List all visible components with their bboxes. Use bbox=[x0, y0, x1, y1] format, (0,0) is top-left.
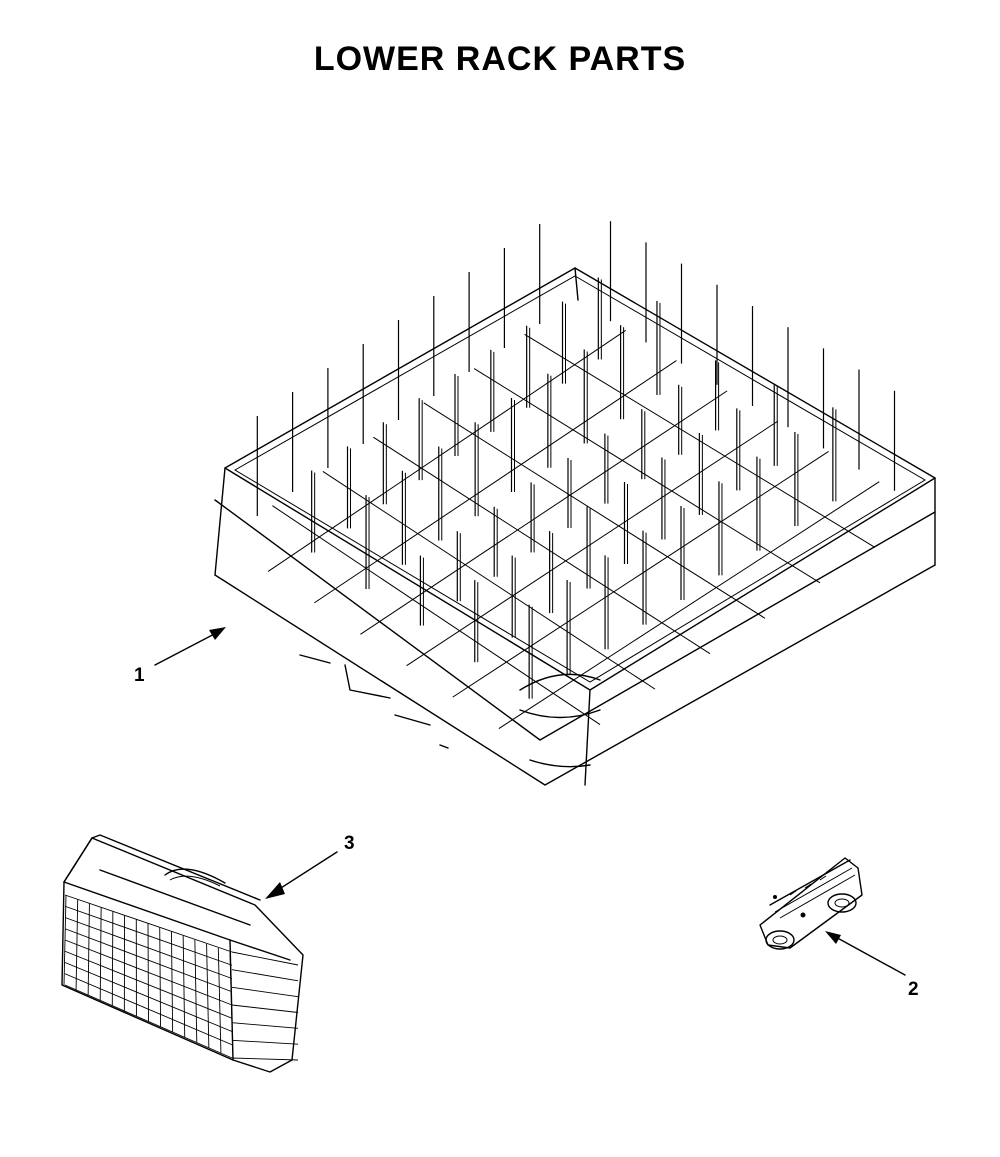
lower-rack-icon[interactable] bbox=[214, 221, 936, 786]
callout-3-label: 3 bbox=[344, 833, 355, 854]
callout-1-arrowhead bbox=[209, 627, 226, 640]
callout-2-arrowhead bbox=[825, 931, 841, 944]
callout-1-leader bbox=[154, 629, 223, 666]
callout-1-label: 1 bbox=[134, 665, 145, 686]
callout-2-leader bbox=[831, 934, 906, 976]
page-title: LOWER RACK PARTS bbox=[313, 40, 687, 78]
silverware-basket-icon[interactable] bbox=[61, 834, 304, 1073]
callout-2-label: 2 bbox=[908, 979, 919, 1000]
rack-wheel-assembly-icon[interactable] bbox=[759, 857, 863, 950]
callout-3-arrowhead bbox=[265, 882, 285, 899]
